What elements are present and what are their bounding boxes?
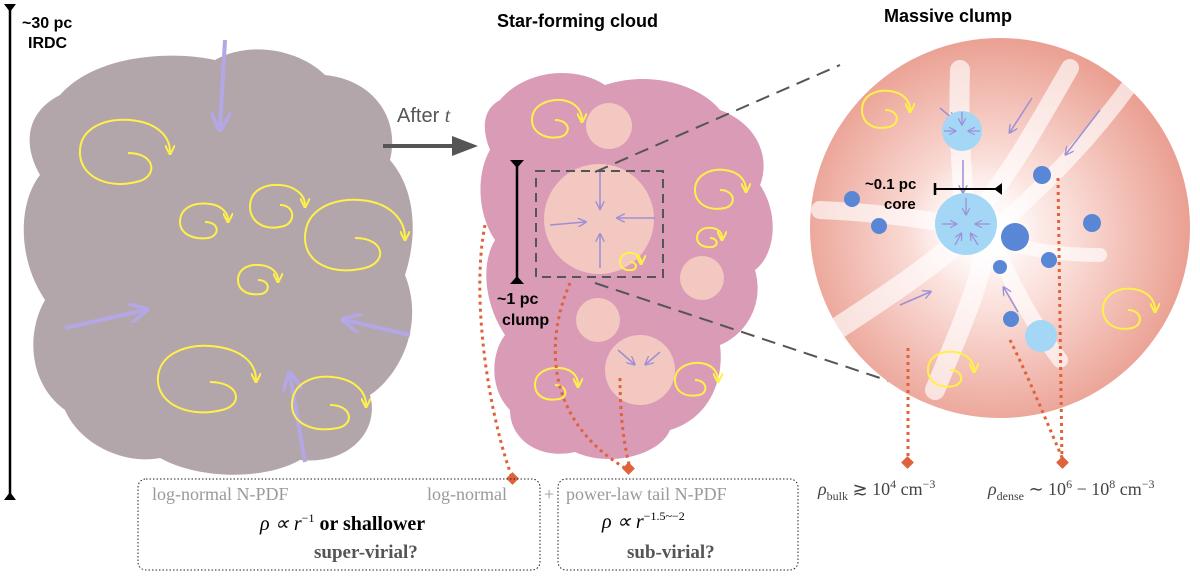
inflow-arrow xyxy=(220,39,225,128)
dense-core xyxy=(1033,166,1051,184)
connector-endpoint xyxy=(622,462,635,475)
left-density-profile: ρ ∝ r−1 or shallower xyxy=(259,511,425,535)
clump-name-label: clump xyxy=(502,312,549,329)
core-scale-bar xyxy=(933,183,1002,195)
irdc-cloud xyxy=(23,39,413,475)
connector-endpoint xyxy=(1056,456,1069,469)
turbulence-spiral xyxy=(178,202,228,240)
clump-circle xyxy=(680,256,724,300)
irdc-name-label: IRDC xyxy=(28,35,68,52)
right-npdf-label: power-law tail N-PDF xyxy=(566,484,727,504)
left-virial-state: super-virial? xyxy=(314,542,418,563)
turbulence-spiral xyxy=(926,350,974,388)
dense-core xyxy=(844,191,860,207)
clump-circle xyxy=(576,298,620,342)
core-scale-label: ~0.1 pc xyxy=(865,176,916,193)
turbulence-spiral xyxy=(695,226,722,249)
turbulence-spiral xyxy=(290,375,366,431)
bulk-density: ρbulk ≳ 104 cm−3 xyxy=(817,477,935,503)
clump-scale-label: ~1 pc xyxy=(497,291,538,308)
after-t-label: After t xyxy=(397,105,451,127)
inflow-arrow xyxy=(64,310,145,330)
clump-circle xyxy=(605,335,675,405)
super-virial-box xyxy=(137,478,541,571)
zoom-projection-line xyxy=(594,64,841,173)
turbulence-spiral xyxy=(236,263,278,296)
middle-npdf-label: log-normal xyxy=(427,484,507,504)
turbulence-spiral xyxy=(78,118,170,185)
irdc-cloud-shape xyxy=(23,49,413,475)
connector-line xyxy=(1008,339,1066,463)
zoom-projection-line xyxy=(594,282,941,399)
irdc-scale-label: ~30 pc xyxy=(22,15,72,32)
right-density-profile: ρ ∝ r−1.5~−2 xyxy=(601,509,685,533)
core-name-label: core xyxy=(884,196,916,213)
dense-core xyxy=(1003,311,1019,327)
light-core-central xyxy=(935,193,997,255)
turbulence-spiral xyxy=(156,344,256,414)
light-core xyxy=(942,111,982,151)
light-core xyxy=(1025,320,1057,352)
connector-line xyxy=(553,282,626,470)
turbulence-spiral xyxy=(1101,287,1155,330)
turbulence-spiral xyxy=(860,89,910,129)
clump-circle xyxy=(544,164,654,274)
cloud-title: Star-forming cloud xyxy=(497,11,658,31)
inflow-arrow xyxy=(345,320,411,337)
connector-endpoint xyxy=(506,472,519,485)
connector-line xyxy=(1056,177,1064,463)
massive-clump xyxy=(810,38,1190,418)
connector-endpoint xyxy=(901,456,914,469)
time-evolution-arrow xyxy=(383,136,478,156)
star-forming-cloud xyxy=(480,73,773,460)
turbulence-spiral xyxy=(618,251,641,272)
clump-scale-bar xyxy=(510,160,524,284)
dense-core xyxy=(871,218,887,234)
dense-core xyxy=(1041,252,1057,268)
right-virial-state: sub-virial? xyxy=(627,542,715,563)
left-npdf-label: log-normal N-PDF xyxy=(152,484,289,504)
dense-core xyxy=(1001,223,1029,251)
clump-circle xyxy=(586,103,632,149)
turbulence-spiral xyxy=(693,168,746,210)
dense-density: ρdense ∼ 106 − 108 cm−3 xyxy=(987,477,1155,503)
turbulence-spiral xyxy=(673,361,718,397)
sub-virial-box xyxy=(557,478,799,571)
dense-core xyxy=(1083,214,1101,232)
plus-sign: + xyxy=(544,484,554,504)
irdc-scale-bar xyxy=(4,4,16,500)
connector-line xyxy=(478,224,515,481)
turbulence-spiral xyxy=(248,183,305,229)
dense-core xyxy=(993,260,1007,274)
turbulence-spiral xyxy=(533,366,578,401)
turbulence-spiral xyxy=(530,98,582,139)
turbulence-spiral xyxy=(303,198,405,272)
massive-clump-title: Massive clump xyxy=(884,6,1012,26)
